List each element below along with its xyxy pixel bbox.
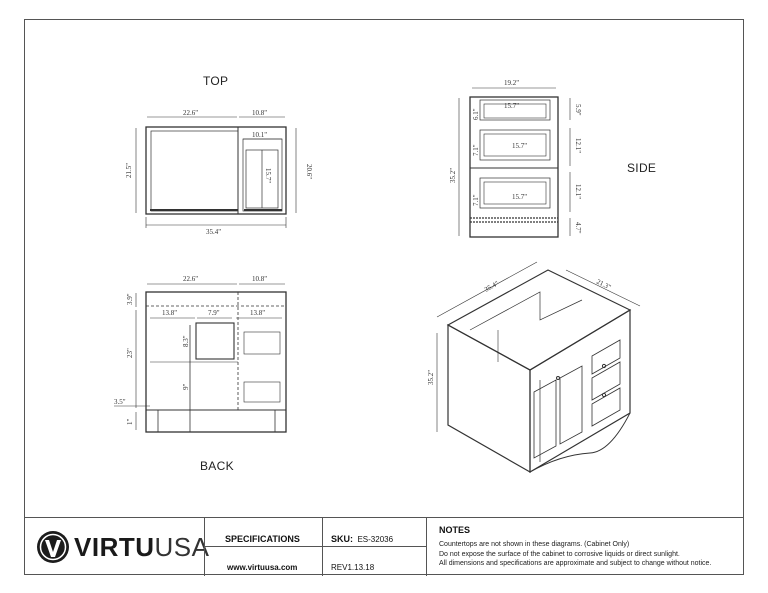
dim-top-overall: 35.4" — [206, 228, 221, 236]
brand-logo: VIRTUUSA — [36, 528, 209, 566]
dim-back-leg: 3.5" — [114, 398, 126, 406]
dim-top-door: 15.7" — [264, 168, 272, 183]
sku-label: SKU: — [331, 534, 353, 544]
dim-back-right-bay: 13.8" — [250, 309, 265, 317]
specifications-label: SPECIFICATIONS — [225, 534, 300, 544]
logo-cell: VIRTUUSA — [24, 518, 209, 576]
dim-top-left-width: 22.6" — [183, 109, 198, 117]
dim-side-top-gap: 6.1" — [472, 108, 480, 120]
revision-cell: REV1.13.18 — [322, 547, 426, 576]
isometric-view — [436, 261, 641, 474]
dim-side-bot-h: 12.1" — [574, 184, 582, 199]
drawing-sheet — [24, 19, 744, 575]
dim-side-mid-left: 7.1" — [472, 144, 480, 156]
side-view — [458, 87, 571, 238]
website-link[interactable]: www.virtuusa.com — [227, 563, 298, 572]
dim-top-depth-right: 20.6" — [305, 164, 313, 179]
spec-cell: SPECIFICATIONS — [204, 518, 322, 547]
note-line: All dimensions and specifications are ap… — [439, 560, 712, 567]
top-view — [135, 116, 297, 228]
dim-iso-height: 35.2" — [427, 370, 435, 385]
dim-side-top-drawer-h: 5.9" — [574, 104, 582, 116]
title-block: VIRTUUSA SPECIFICATIONS www.virtuusa.com… — [24, 517, 744, 576]
dim-iso-width: 35.4" — [483, 279, 500, 293]
view-label-top: TOP — [203, 74, 229, 88]
dim-side-drawer-top: 15.7" — [504, 102, 519, 110]
notes-title: NOTES — [439, 525, 471, 535]
dim-side-depth: 19.2" — [504, 79, 519, 87]
dim-side-toe: 4.7" — [574, 222, 582, 234]
note-line: Countertops are not shown in these diagr… — [439, 541, 630, 548]
dim-top-right-width: 10.8" — [252, 109, 267, 117]
dim-top-inner: 10.1" — [252, 131, 267, 139]
view-label-back: BACK — [200, 459, 234, 473]
dim-back-overall-h: 23" — [126, 348, 134, 358]
dim-side-mid-h: 12.1" — [574, 138, 582, 153]
dim-side-drawer-bot: 15.7" — [512, 193, 527, 201]
sku-cell: SKU: ES-32036 — [322, 518, 426, 547]
brand-name-bold: VIRTU — [74, 531, 155, 562]
website-cell: www.virtuusa.com — [204, 547, 322, 576]
back-view — [114, 283, 287, 433]
dim-side-height: 35.2" — [449, 168, 457, 183]
note-line: Do not expose the surface of the cabinet… — [439, 550, 680, 558]
dim-back-left-width: 22.6" — [183, 275, 198, 283]
view-label-side: SIDE — [627, 161, 657, 175]
notes-cell: NOTES Countertops are not shown in these… — [426, 518, 744, 576]
dim-back-opening-h: 8.3" — [182, 335, 190, 347]
dim-back-left-bay: 13.8" — [162, 309, 177, 317]
dim-back-top-band: 3.9" — [126, 293, 134, 305]
dim-side-drawer-mid: 15.7" — [512, 142, 527, 150]
brand-name-light: USA — [154, 531, 210, 562]
dim-top-depth-left: 21.5" — [125, 163, 133, 178]
dim-side-bot-left: 7.1" — [472, 194, 480, 206]
dim-back-lower: 9" — [182, 384, 190, 391]
dim-iso-depth: 21.3" — [595, 278, 612, 292]
dim-back-opening: 7.9" — [208, 309, 220, 317]
revision-value: REV1.13.18 — [331, 563, 375, 572]
virtu-v-icon — [37, 531, 69, 563]
dim-back-right-width: 10.8" — [252, 275, 267, 283]
dim-back-foot: 1" — [126, 419, 134, 426]
sku-value: ES-32036 — [357, 535, 394, 544]
